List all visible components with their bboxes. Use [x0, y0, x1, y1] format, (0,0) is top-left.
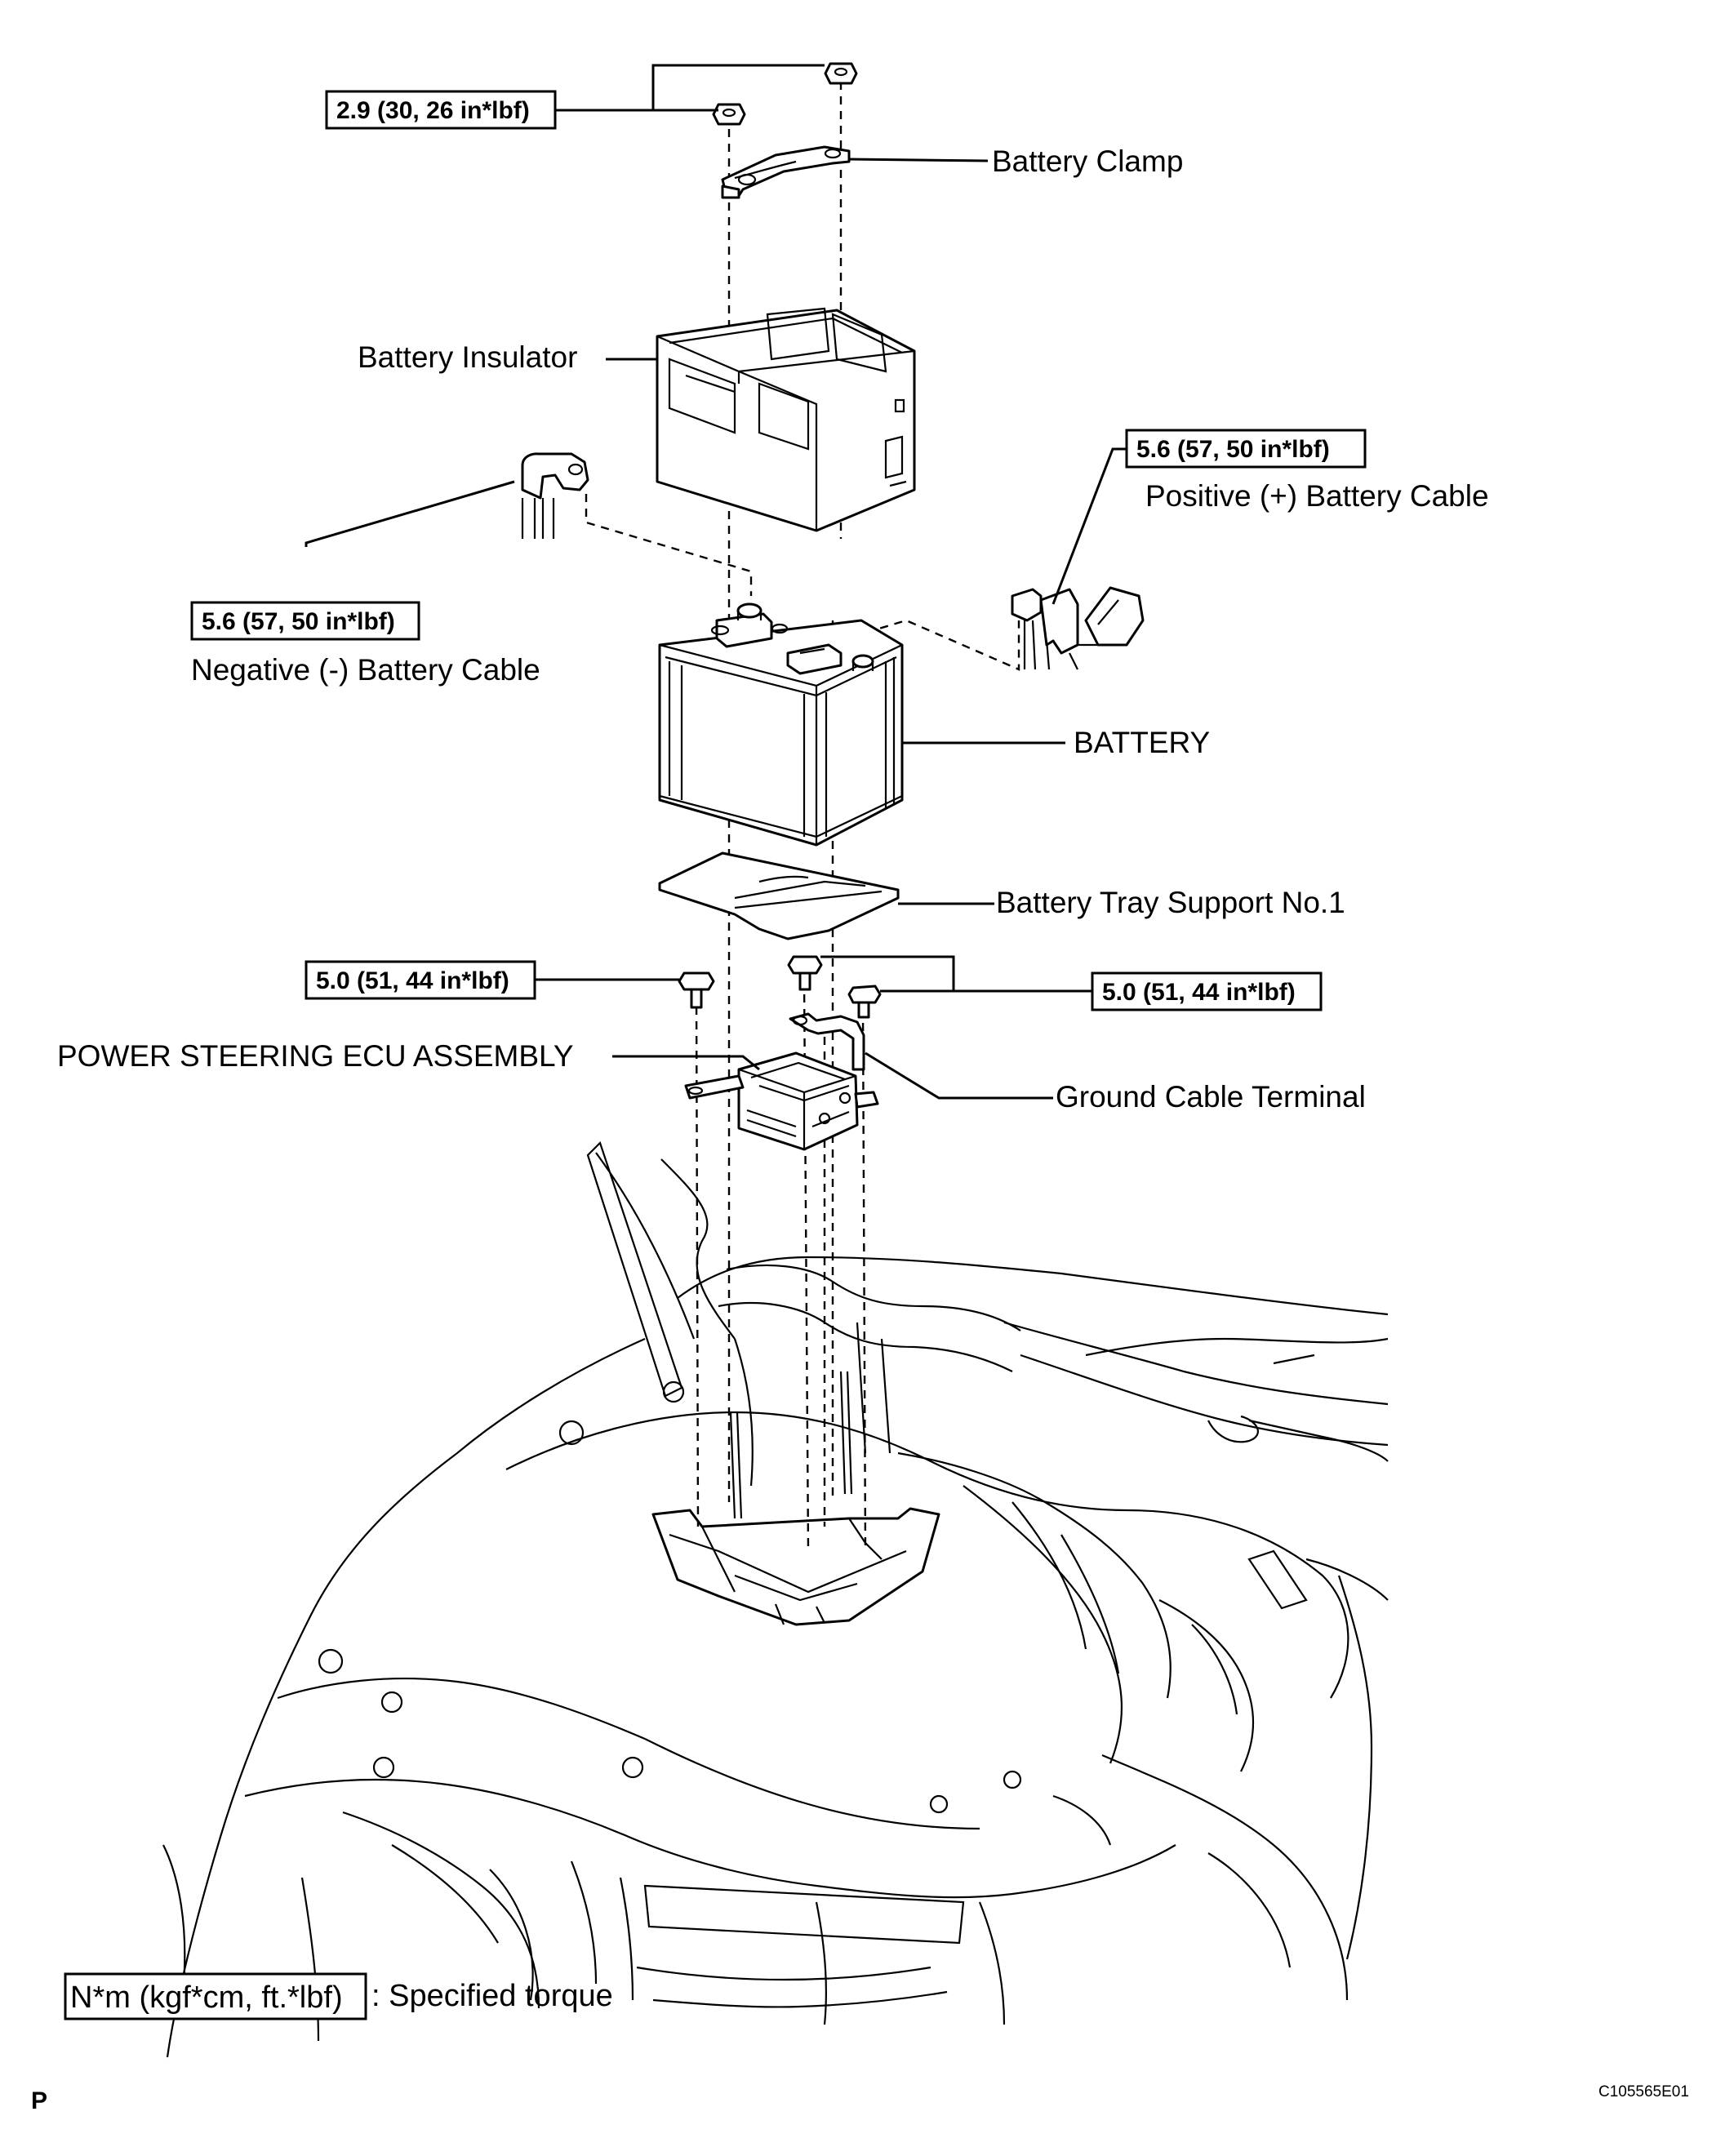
- label-positive-cable: Positive (+) Battery Cable: [1145, 479, 1489, 513]
- torque-ecu-bolt-left-text: 5.0 (51, 44 in*lbf): [316, 967, 509, 994]
- torque-box-positive-cable: 5.6 (57, 50 in*lbf): [1125, 429, 1367, 469]
- battery-tray: [651, 1371, 940, 1626]
- torque-negative-cable-text: 5.6 (57, 50 in*lbf): [202, 608, 395, 635]
- battery-tray-support: [658, 851, 900, 940]
- label-tray-support: Battery Tray Support No.1: [996, 886, 1345, 919]
- positive-battery-cable: [1011, 586, 1145, 670]
- ecu-bolts: [678, 955, 882, 1019]
- torque-clamp-nut-text: 2.9 (30, 26 in*lbf): [336, 97, 530, 124]
- torque-box-negative-cable: 5.6 (57, 50 in*lbf): [190, 601, 420, 641]
- engine-bay-illustration: [162, 1140, 1389, 2058]
- torque-callouts: 2.9 (30, 26 in*lbf) 5.6 (57, 50 in*lbf) …: [190, 90, 1367, 1011]
- part-labels: Battery Clamp Battery Insulator Positive…: [57, 144, 1489, 1114]
- label-battery-clamp: Battery Clamp: [992, 144, 1183, 178]
- legend-unit-box: N*m (kgf*cm, ft.*lbf): [70, 1980, 343, 2015]
- negative-battery-cable: [521, 452, 589, 539]
- legend-description: : Specified torque: [371, 1979, 613, 2013]
- torque-box-ecu-bolt-right: 5.0 (51, 44 in*lbf): [1091, 971, 1323, 1011]
- torque-ecu-bolt-right-text: 5.0 (51, 44 in*lbf): [1102, 979, 1296, 1006]
- torque-box-ecu-bolt-left: 5.0 (51, 44 in*lbf): [305, 960, 536, 1000]
- torque-positive-cable-text: 5.6 (57, 50 in*lbf): [1136, 436, 1330, 463]
- torque-legend: N*m (kgf*cm, ft.*lbf) : Specified torque: [64, 1972, 613, 2020]
- battery: [658, 602, 904, 847]
- battery-clamp: [712, 62, 858, 199]
- power-steering-ecu: [684, 1051, 879, 1151]
- corner-mark: P: [31, 2087, 47, 2114]
- leader-lines: [305, 64, 1127, 1100]
- label-battery-insulator: Battery Insulator: [358, 340, 577, 374]
- ground-cable-terminal: [789, 1012, 865, 1071]
- battery-insulator: [656, 307, 916, 532]
- label-ps-ecu: POWER STEERING ECU ASSEMBLY: [57, 1039, 574, 1073]
- label-negative-cable: Negative (-) Battery Cable: [191, 653, 540, 687]
- figure-id: C105565E01: [1598, 2083, 1689, 2100]
- label-ground-cable: Ground Cable Terminal: [1056, 1080, 1366, 1114]
- label-battery: BATTERY: [1074, 726, 1210, 759]
- torque-box-clamp-nut: 2.9 (30, 26 in*lbf): [325, 90, 557, 130]
